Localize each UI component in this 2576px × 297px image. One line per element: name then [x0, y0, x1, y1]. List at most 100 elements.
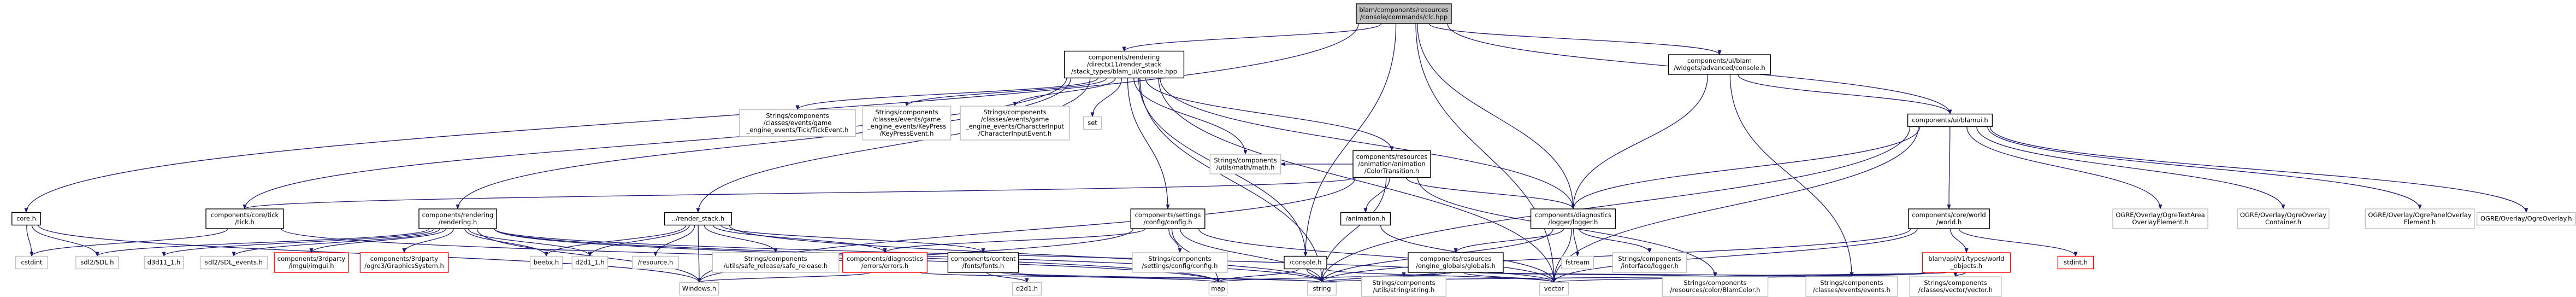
node-core[interactable]: core.h	[11, 212, 41, 226]
node-animation[interactable]: /animation.h	[1340, 212, 1391, 226]
node-stdint[interactable]: stdint.h	[2057, 255, 2094, 270]
node-label: /resource.h	[638, 259, 673, 266]
edge-render-stack-h-to-windows	[697, 225, 701, 283]
edge-rendering-to-d3d11	[162, 228, 435, 257]
node-world[interactable]: components/core/world/world.h	[1908, 208, 1990, 229]
node-label-line: ../render_stack.h	[672, 215, 724, 223]
edge-render-stack-hpp-to-vector	[1158, 78, 1556, 283]
node-label: blam/api/v1/types/world_objects.h	[1928, 255, 2004, 270]
node-label-line: OGRE/Overlay/OgreOverlay	[2240, 211, 2326, 219]
node-globals[interactable]: components/resources/engine_globals/glob…	[1408, 252, 1504, 273]
node-fonts[interactable]: components/content/fonts/fonts.h	[947, 252, 1019, 273]
edge-widgets-console-to-logger	[1571, 74, 1709, 209]
node-box	[842, 252, 928, 273]
node-root[interactable]: blam/components/resources/console/comman…	[1356, 3, 1452, 24]
edge-render-stack-h-to-safe-release	[704, 225, 778, 253]
edge-color-transition-to-tick	[243, 177, 1356, 209]
node-logger[interactable]: components/diagnostics/logger/logger.h	[1530, 208, 1616, 229]
node-errors[interactable]: components/diagnostics/errors/errors.h	[842, 252, 928, 273]
node-label-line: stdint.h	[2064, 259, 2088, 266]
edge-world-to-stdint	[1958, 228, 2078, 257]
node-rendering[interactable]: components/rendering/rendering.h	[418, 208, 497, 229]
node-label: components/core/world/world.h	[1912, 211, 1986, 226]
node-color-transition[interactable]: components/resources/animation/animation…	[1352, 150, 1431, 178]
node-box	[2365, 208, 2475, 229]
edge-blamui-to-ogre-panel	[1987, 126, 2422, 209]
node-box	[1083, 116, 1102, 130]
node-box	[1209, 154, 1281, 174]
node-label-line: Strings/components	[1372, 279, 1435, 287]
node-label: Strings/components/interface/logger.h	[1618, 255, 1681, 270]
edges-layer	[24, 23, 2528, 283]
node-label-line: /engine_globals/globals.h	[1416, 262, 1496, 270]
node-graphics-system[interactable]: components/3rdparty/ogre3/GraphicsSystem…	[359, 252, 449, 273]
node-label-line: /KeyPressEvent.h	[880, 130, 934, 137]
node-label-line: /classes/events/events.h	[1813, 286, 1890, 294]
edge-root-to-console	[1303, 23, 1397, 257]
node-widgets-console[interactable]: components/ui/blam/widgets/advanced/cons…	[1668, 54, 1771, 75]
node-imgui[interactable]: components/3rdparty/imgui/imgui.h	[274, 252, 349, 273]
node-box	[1130, 208, 1206, 229]
node-label-line: /logger/logger.h	[1549, 218, 1598, 226]
node-world-objects[interactable]: blam/api/v1/types/world_objects.h	[1922, 252, 2011, 273]
node-label-line: /animation/animation	[1358, 160, 1425, 168]
node-label: Strings/components/utils/math/math.h	[1214, 156, 1277, 171]
edge-render-stack-hpp-to-config	[1127, 78, 1170, 209]
node-interface-logger: Strings/components/interface/logger.h	[1612, 252, 1687, 273]
node-label-line: /resource.h	[638, 259, 673, 266]
node-events: Strings/components/classes/events/events…	[1805, 276, 1898, 297]
node-console[interactable]: /console.h	[1284, 255, 1327, 270]
node-label-line: Container.h	[2265, 218, 2301, 226]
node-sdl2: sdl2/SDL.h	[75, 255, 119, 270]
node-windows: Windows.h	[679, 282, 719, 296]
edge-widgets-console-to-blamui	[1738, 74, 1952, 115]
edge-render-stack-hpp-to-string	[1139, 78, 1324, 283]
edge-render-stack-h-to-errors	[712, 225, 887, 253]
node-blamui[interactable]: components/ui/blamui.h	[1907, 113, 1993, 127]
edge-render-stack-h-to-d2d1	[588, 225, 690, 257]
node-key-event: Strings/components/classes/events/game_e…	[862, 106, 952, 141]
node-label: d3d11_1.h	[147, 259, 181, 266]
node-label-line: components/content	[951, 255, 1016, 263]
node-label-line: Element.h	[2404, 218, 2436, 226]
node-config[interactable]: components/settings/config/config.h	[1130, 208, 1206, 229]
node-box	[1662, 276, 1769, 297]
node-label-line: _engine_events/Tick/TickEvent.h	[746, 126, 849, 134]
node-label-line: Strings/components	[1148, 255, 1211, 263]
node-box	[1361, 276, 1447, 297]
node-label: components/ui/blamui.h	[1912, 117, 1988, 124]
node-label-line: vector	[1544, 285, 1564, 293]
node-fstream: fstream	[1561, 255, 1594, 270]
node-set: set	[1083, 116, 1102, 130]
node-label: components/3rdparty/imgui/imgui.h	[277, 255, 346, 270]
node-label-line: OverlayElement.h	[2132, 218, 2188, 226]
node-box	[2112, 208, 2208, 229]
node-label-line: components/rendering	[1089, 54, 1160, 61]
node-blam-color: Strings/components/resources/color/BlamC…	[1662, 276, 1769, 297]
edge-rendering-to-sdl2	[95, 228, 429, 257]
node-render-stack-h[interactable]: ../render_stack.h	[664, 212, 732, 226]
node-render-stack-hpp[interactable]: components/rendering/directx11/render_st…	[1064, 50, 1185, 79]
edge-render-stack-hpp-to-color-transition	[1145, 78, 1394, 152]
node-label: d2d1_1.h	[575, 259, 604, 266]
node-label-line: /classes/events/game	[873, 115, 941, 123]
edge-globals-to-vector	[1463, 272, 1556, 283]
edge-color-transition-to-logger	[1405, 177, 1575, 209]
edge-root-to-logger	[1417, 23, 1575, 209]
node-box	[199, 255, 268, 270]
edge-render-stack-h-to-fonts	[720, 224, 985, 253]
node-label-line: Strings/components	[875, 108, 938, 116]
node-label: Strings/components/settings/config/confi…	[1142, 255, 1218, 270]
edge-blamui-to-vector	[1552, 126, 1919, 283]
edge-render-stack-hpp-to-set	[1090, 78, 1122, 118]
edge-rendering-to-windows	[476, 228, 701, 283]
edge-logger-to-fstream	[1573, 228, 1580, 257]
node-label: Strings/components/classes/vector/vector…	[1918, 279, 1993, 294]
node-label: Strings/components/utils/safe_release/sa…	[724, 255, 828, 270]
node-label-line: components/core/tick	[211, 211, 279, 219]
node-tick[interactable]: components/core/tick/tick.h	[205, 208, 284, 229]
